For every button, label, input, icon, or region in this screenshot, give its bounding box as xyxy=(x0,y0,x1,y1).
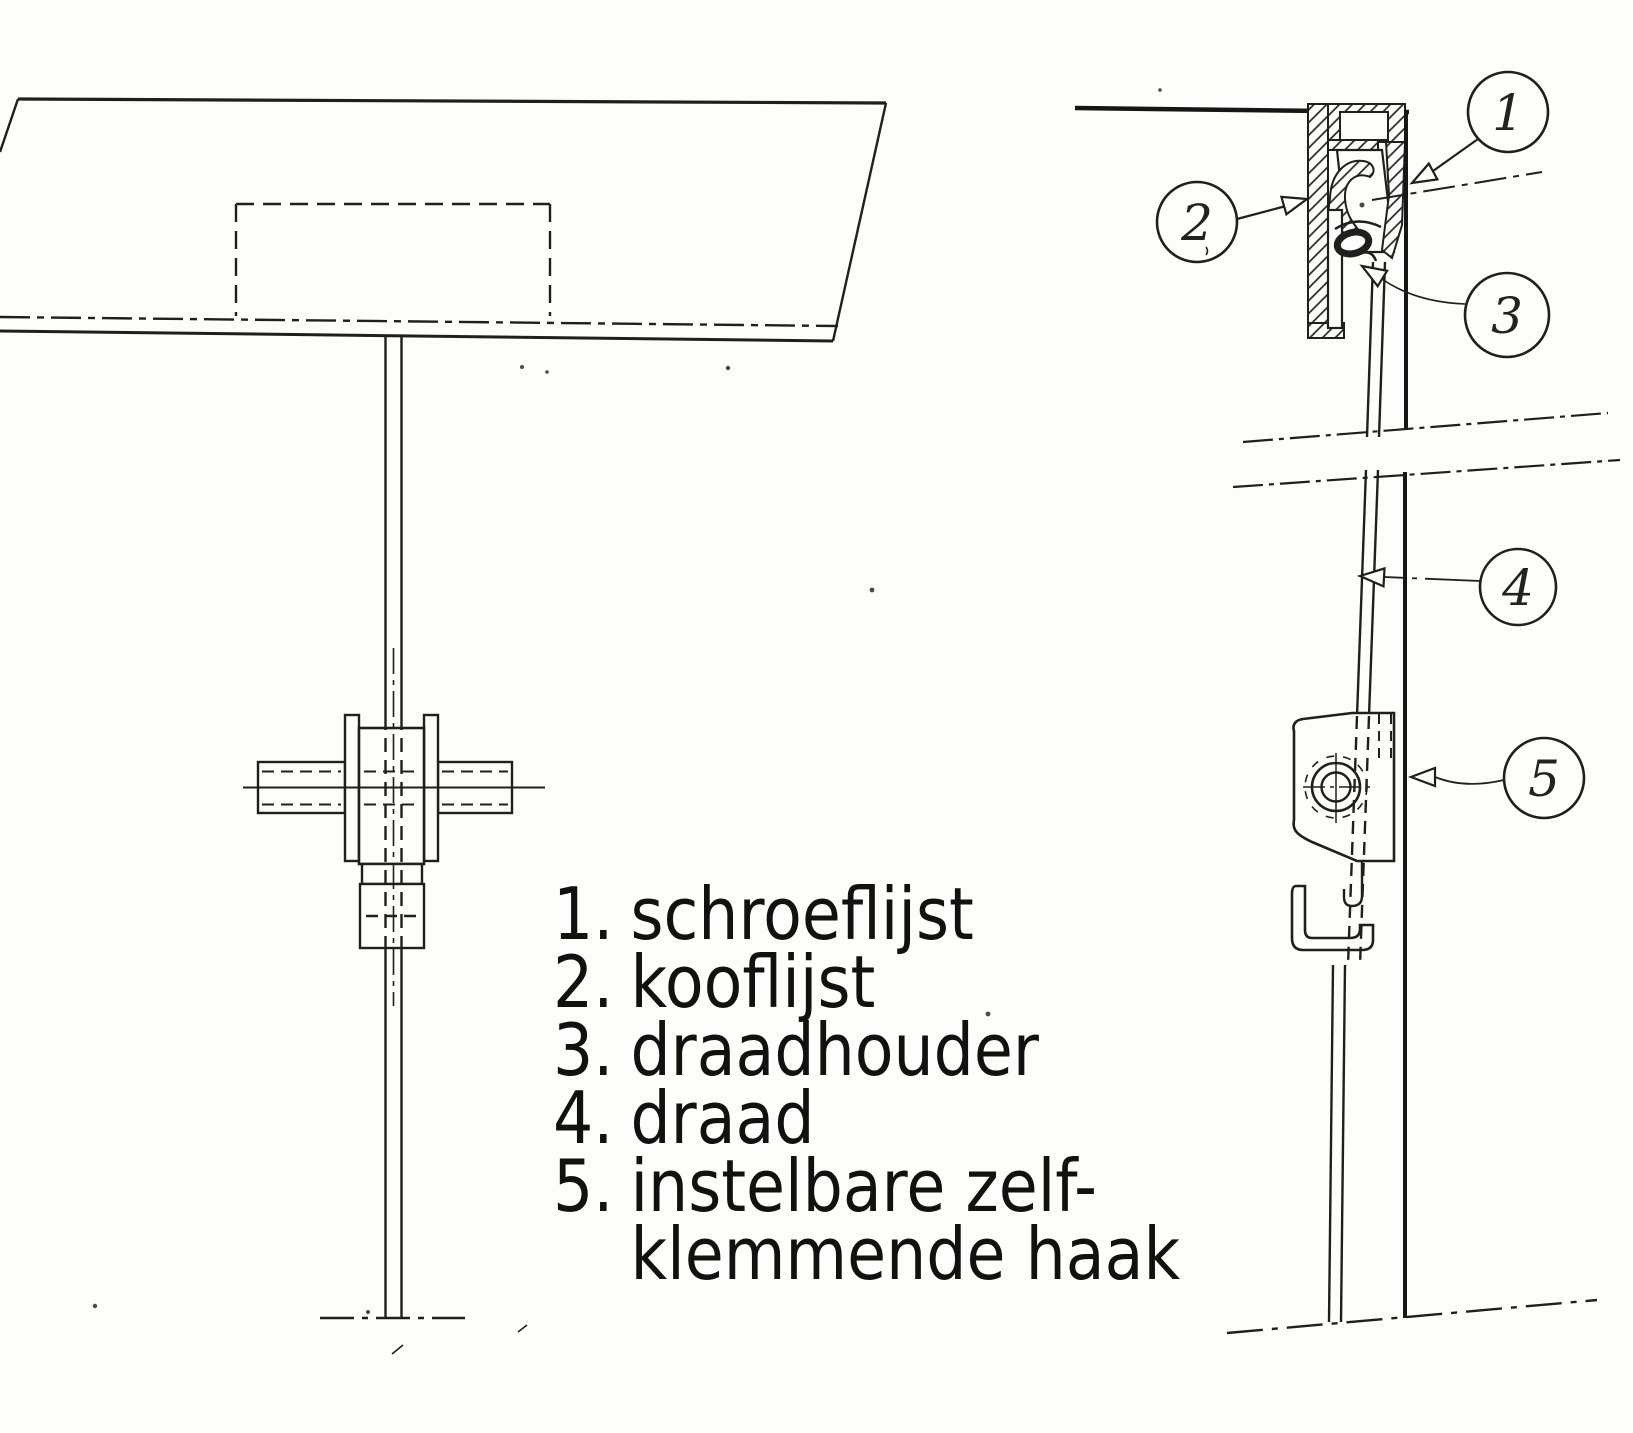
callout-5-arrowhead xyxy=(1407,766,1437,788)
callout-4: 4 xyxy=(1356,547,1558,627)
callout-5-number: 5 xyxy=(1528,750,1560,808)
legend-item-1: 1.schroeflijst xyxy=(553,878,974,950)
clamp-body xyxy=(357,726,426,866)
legend-number: 1. xyxy=(553,872,614,956)
self-clamping-hook xyxy=(1290,711,1396,966)
legend-item-5-line2: klemmende haak xyxy=(553,1218,1180,1290)
callout-1-circle xyxy=(1466,70,1550,154)
wire-side xyxy=(1355,261,1387,717)
callout-1-arrowhead xyxy=(1409,161,1440,185)
callout-3-leader xyxy=(1381,278,1466,305)
callout-1-leader xyxy=(1432,138,1479,172)
legend-item-4: 4.draad xyxy=(553,1082,815,1154)
panel-outline xyxy=(0,97,888,343)
clamp-front-view xyxy=(243,648,545,1006)
wire-front xyxy=(384,336,403,1318)
wire-hidden-in-clamp xyxy=(384,716,403,948)
scan-specks xyxy=(92,88,1209,1355)
wire-eye xyxy=(1333,228,1373,258)
callout-4-circle xyxy=(1478,547,1558,627)
panel-right-edge xyxy=(831,102,888,342)
legend-label: schroeflijst xyxy=(630,872,974,956)
clamp-lower-collar xyxy=(360,862,424,886)
kooflijst-section xyxy=(1307,103,1406,339)
callout-2: 2 xyxy=(1155,180,1310,264)
legend-number: 3. xyxy=(553,1008,614,1092)
callout-3-arrowhead xyxy=(1359,264,1389,289)
panel-centerline xyxy=(0,315,839,328)
panel-bottom-edge xyxy=(0,329,834,343)
legend-label: instelbare zelf- xyxy=(630,1144,1098,1228)
callout-4-arrowhead xyxy=(1356,566,1386,589)
callouts: 1 2 3 4 xyxy=(1155,70,1586,820)
callout-3-circle xyxy=(1463,271,1551,359)
j-hook xyxy=(1290,884,1375,952)
callout-2-circle xyxy=(1155,180,1239,264)
draadhouder xyxy=(1326,141,1407,330)
hidden-detail-rect xyxy=(234,202,552,316)
hook-axis-centerline xyxy=(1371,171,1543,201)
legend-item-5: 5.instelbare zelf- xyxy=(553,1150,1097,1222)
legend-label: draad xyxy=(630,1076,815,1160)
callout-2-arrowhead xyxy=(1279,195,1310,217)
front-view-drawing xyxy=(0,97,888,1320)
moulding-under-band xyxy=(1327,139,1379,151)
callout-2-number: 2 xyxy=(1180,194,1213,252)
side-section-drawing xyxy=(1074,103,1621,1335)
section-break-line-2 xyxy=(1232,458,1621,489)
legend-item-3: 3.draadhouder xyxy=(553,1014,1039,1086)
legend-number: 5. xyxy=(553,1144,614,1228)
moulding-notch xyxy=(1339,111,1389,141)
legend-label: draadhouder xyxy=(630,1008,1039,1092)
callout-4-leader xyxy=(1383,576,1481,582)
moulding-back-strip xyxy=(1307,103,1329,339)
wire-lower xyxy=(1327,964,1347,1323)
legend-number: 4. xyxy=(553,1076,614,1160)
callout-5: 5 xyxy=(1407,736,1586,820)
legend-label: kooflijst xyxy=(630,940,876,1024)
callout-1-number: 1 xyxy=(1492,84,1524,142)
callout-5-circle xyxy=(1502,736,1586,820)
callout-1: 1 xyxy=(1409,70,1550,185)
legend-item-2: 2.kooflijst xyxy=(553,946,875,1018)
callout-2-leader xyxy=(1236,204,1287,221)
panel-left-edge xyxy=(0,98,20,153)
bottom-centerline xyxy=(1226,1298,1598,1335)
legend-label: klemmende haak xyxy=(630,1212,1181,1296)
callout-3-number: 3 xyxy=(1491,287,1523,345)
hidden-bore-lines xyxy=(262,770,508,806)
panel-top-edge xyxy=(17,97,887,105)
callout-3: 3 xyxy=(1359,264,1551,359)
legend-number: 2. xyxy=(553,940,614,1024)
section-break-line-1 xyxy=(1242,411,1609,444)
callout-5-leader xyxy=(1434,776,1505,785)
callout-4-number: 4 xyxy=(1501,559,1534,617)
hook-stem xyxy=(1342,861,1364,908)
